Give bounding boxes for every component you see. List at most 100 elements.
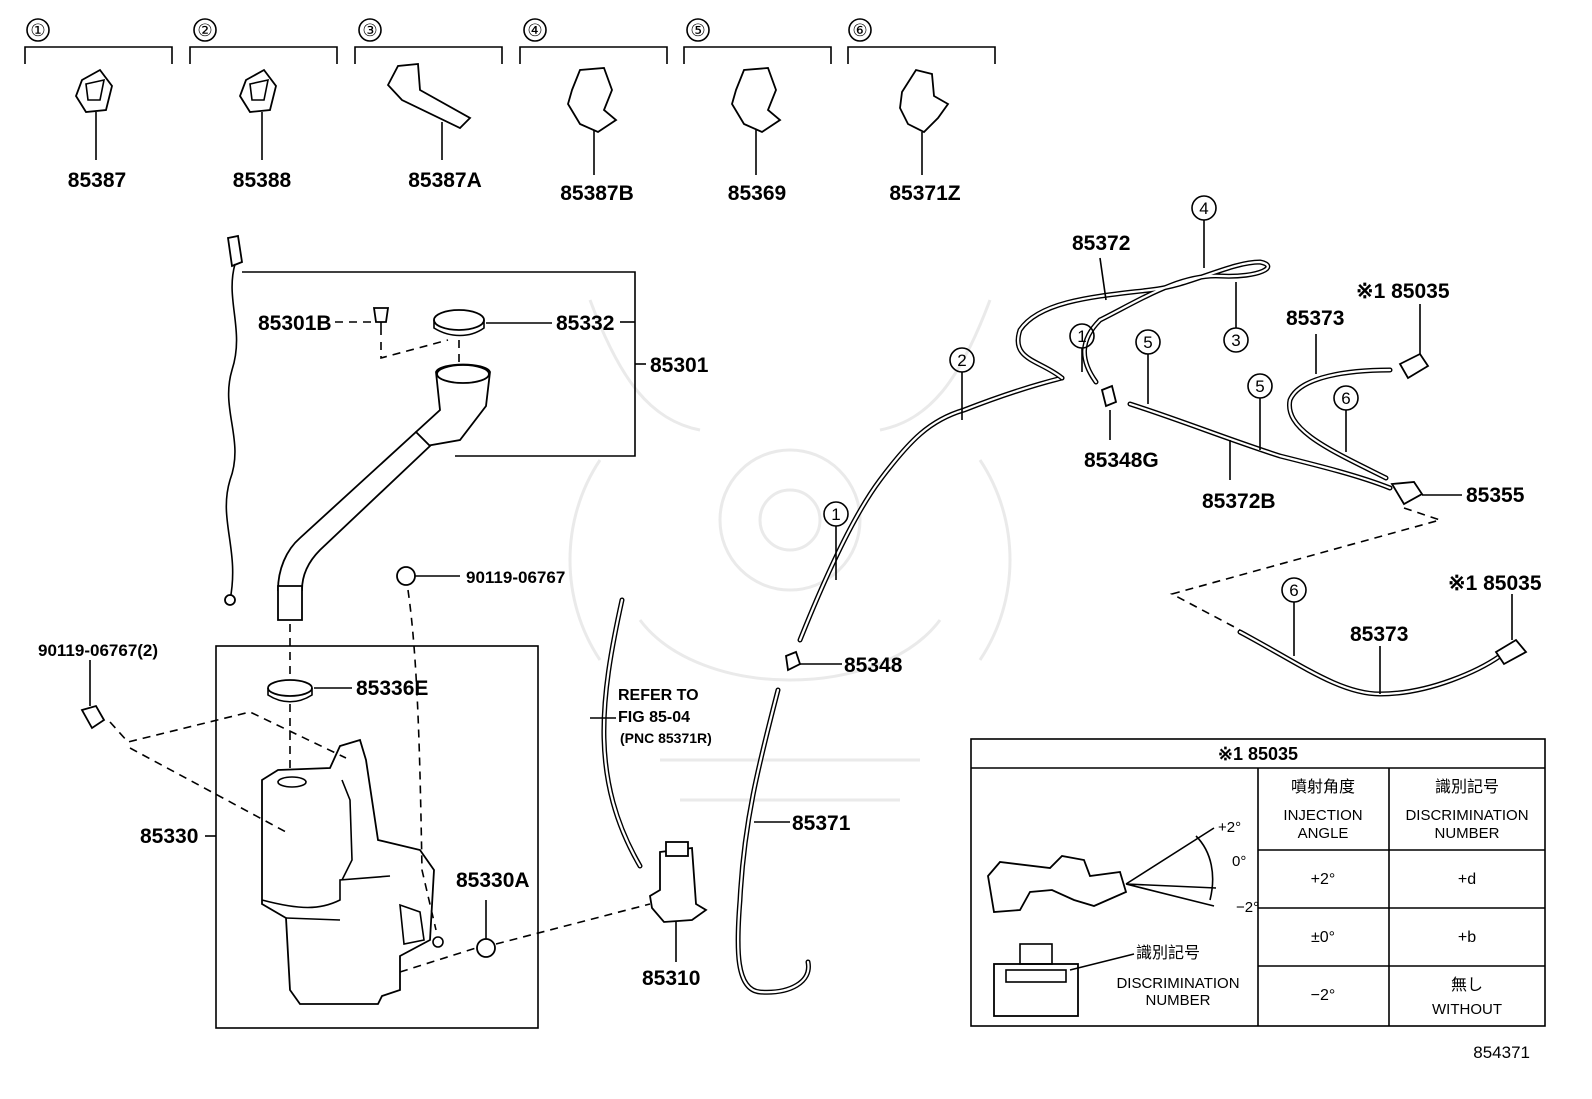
table-col2-en1: DISCRIMINATION <box>1405 807 1528 824</box>
joint-85348G <box>1100 384 1393 491</box>
bolt-90119-left-icon <box>80 704 106 730</box>
nozzle-spec-table: ※1 85035 噴射角度 INJECTION ANGLE 識別記号 DISCR… <box>970 738 1546 1027</box>
clip-85371Z-icon <box>899 68 950 134</box>
nozzle-85035-bottom-icon <box>1494 638 1528 666</box>
pump-85310-icon <box>649 846 708 923</box>
callout-85372[interactable]: 85372 <box>1072 232 1130 255</box>
callout-85310[interactable]: 85310 <box>642 967 700 990</box>
clip-85369-icon <box>731 67 782 134</box>
legend-part-85369[interactable]: 85369 <box>728 182 786 205</box>
clip-85387A-icon <box>386 63 472 130</box>
grommet-85336E-icon <box>267 679 313 697</box>
callout-85373-bottom[interactable]: 85373 <box>1350 623 1408 646</box>
legend-circle-3: ③ <box>362 21 377 40</box>
legend-part-85387B[interactable]: 85387B <box>560 182 634 205</box>
figure-number: 854371 <box>1473 1043 1530 1062</box>
clip-85387-icon <box>75 68 113 113</box>
tank-box <box>80 566 651 1029</box>
marker-2: 2 <box>957 351 966 370</box>
angle-label-minus2: −2° <box>1236 899 1259 916</box>
disc-label-jp: 識別記号 <box>1136 944 1200 962</box>
legend-clip-1: ① 85387 <box>24 18 173 192</box>
marker-4: 4 <box>1199 199 1208 218</box>
callout-85330[interactable]: 85330 <box>140 825 198 848</box>
table-col1-en2: ANGLE <box>1298 825 1349 842</box>
table-row1-angle: +2° <box>1311 871 1336 888</box>
watermark-emblem <box>568 299 1012 802</box>
marker-5b: 5 <box>1255 377 1264 396</box>
level-gauge-cord <box>224 234 243 606</box>
legend-clip-5: ⑤ 85369 <box>683 18 832 205</box>
refer-note: REFER TO FIG 85-04 (PNC 85371R) <box>590 687 712 746</box>
callout-90119-06767-left[interactable]: 90119-06767(2) <box>38 641 158 660</box>
legend-clip-6: ⑥ 85371Z <box>847 18 996 205</box>
filler-cap-icon <box>433 309 485 331</box>
table-col2-en2: NUMBER <box>1434 825 1499 842</box>
callout-90119-06767-top[interactable]: 90119-06767 <box>466 568 565 587</box>
legend-circle-5: ⑤ <box>690 21 705 40</box>
callout-85035-top[interactable]: ※1 85035 <box>1356 280 1450 303</box>
table-col1-en1: INJECTION <box>1283 807 1362 824</box>
callout-85330A[interactable]: 85330A <box>456 869 530 892</box>
legend-circle-6: ⑥ <box>852 21 867 40</box>
legend-clip-3: ③ 85387A <box>354 18 503 192</box>
callout-85372B[interactable]: 85372B <box>1202 490 1276 513</box>
table-title: ※1 85035 <box>1218 744 1298 764</box>
legend-part-85387[interactable]: 85387 <box>68 169 126 192</box>
callout-85355[interactable]: 85355 <box>1466 484 1525 507</box>
marker-1b: 1 <box>831 505 840 524</box>
check-valve-85355 <box>1169 481 1462 631</box>
angle-label-plus2: +2° <box>1218 819 1241 836</box>
legend-circle-2: ② <box>197 21 212 40</box>
disc-label-en1: DISCRIMINATION <box>1116 975 1239 992</box>
refer-note-line3: (PNC 85371R) <box>620 730 712 746</box>
callout-85301[interactable]: 85301 <box>650 354 709 377</box>
refer-note-line1: REFER TO <box>618 687 699 704</box>
grommet-85330A-icon <box>476 938 496 958</box>
nozzle-spray-icon <box>987 855 1128 913</box>
hose-85373-lower <box>1237 594 1528 697</box>
legend-clip-2: ② 85388 <box>189 18 338 192</box>
clip-85388-icon <box>239 68 277 113</box>
callout-85301B[interactable]: 85301B <box>258 312 332 335</box>
legend-circle-4: ④ <box>527 21 542 40</box>
nozzle-85035-top-icon <box>1398 352 1430 380</box>
table-row2-angle: ±0° <box>1311 929 1335 946</box>
callout-85336E[interactable]: 85336E <box>356 677 428 700</box>
angle-label-0: 0° <box>1232 853 1246 870</box>
disc-label-en2: NUMBER <box>1145 992 1210 1009</box>
legend-part-85371Z[interactable]: 85371Z <box>889 182 960 205</box>
callout-85035-bottom[interactable]: ※1 85035 <box>1448 572 1542 595</box>
table-row3-angle: −2° <box>1311 987 1336 1004</box>
bolt-90119-top-icon <box>396 566 416 586</box>
washer-tank-icon <box>261 738 435 1005</box>
joint-85348-icon <box>785 650 802 672</box>
legend-part-85387A[interactable]: 85387A <box>408 169 482 192</box>
table-col1-jp: 噴射角度 <box>1291 778 1355 796</box>
hose-85372-lower <box>785 375 1065 672</box>
hose-clip-markers: 2 1 1 4 3 5 5 6 6 <box>823 195 1359 656</box>
callout-85348G[interactable]: 85348G <box>1084 449 1159 472</box>
legend-circle-1: ① <box>30 21 45 40</box>
legend-clip-4: ④ 85387B <box>519 18 668 205</box>
hose-85373-upper <box>1287 304 1430 481</box>
callout-85373-top[interactable]: 85373 <box>1286 307 1344 330</box>
marker-5a: 5 <box>1143 333 1152 352</box>
table-col2-jp: 識別記号 <box>1435 778 1499 796</box>
table-row1-disc: +d <box>1458 871 1476 888</box>
refer-note-line2[interactable]: FIG 85-04 <box>618 709 690 726</box>
callout-85332[interactable]: 85332 <box>556 312 614 335</box>
valve-85355-icon <box>1390 481 1424 506</box>
washer-pump <box>601 597 708 962</box>
clip-85301B-icon <box>372 307 390 323</box>
joint-85348G-icon <box>1100 384 1118 408</box>
marker-1a: 1 <box>1077 327 1086 346</box>
callout-85371[interactable]: 85371 <box>792 812 851 835</box>
table-row3-disc-jp: 無し <box>1451 976 1483 994</box>
table-row2-disc: +b <box>1458 929 1476 946</box>
callout-85348[interactable]: 85348 <box>844 654 903 677</box>
marker-3: 3 <box>1231 331 1240 350</box>
legend-part-85388[interactable]: 85388 <box>233 169 292 192</box>
clip-85387B-icon <box>567 67 618 134</box>
